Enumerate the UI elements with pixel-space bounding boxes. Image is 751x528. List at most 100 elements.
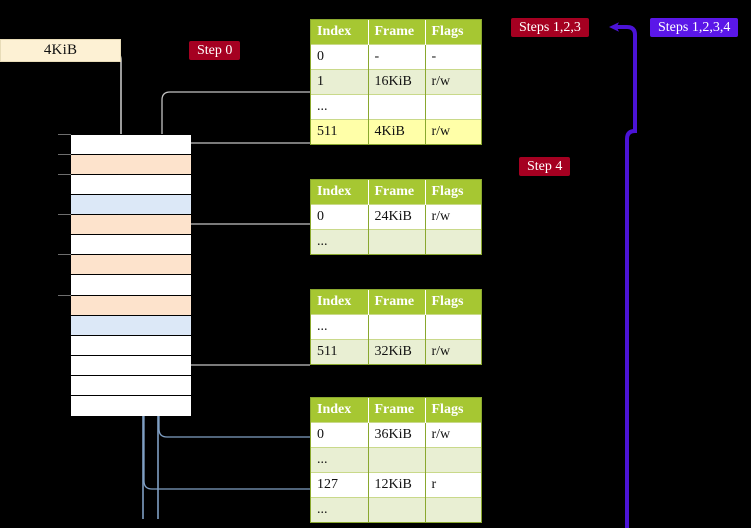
memory-row (71, 355, 191, 376)
table-cell: 0 (311, 421, 369, 447)
table-cell: r/w (425, 421, 481, 447)
table-row: ... (311, 313, 481, 339)
column-header-index: Index (311, 180, 369, 204)
column-header-frame: Frame (368, 398, 426, 422)
table-cell: r/w (425, 118, 481, 144)
table-cell: 24KiB (368, 203, 426, 229)
table-cell: ... (311, 446, 369, 472)
column-header-flags: Flags (425, 290, 481, 314)
column-header-frame: Frame (368, 20, 426, 44)
memory-tick (58, 174, 71, 176)
badge-step-4: Step 4 (519, 157, 571, 176)
badge-steps-1234-label: Steps 1,2,3,4 (658, 19, 731, 35)
table-cell (425, 496, 481, 522)
table-cell: 0 (311, 43, 369, 69)
badge-steps-123-label: Steps 1,2,3 (519, 19, 581, 35)
table-cell: 32KiB (368, 338, 426, 364)
table-cell: 36KiB (368, 421, 426, 447)
memory-row (71, 175, 191, 196)
table-cell (425, 228, 481, 254)
table-cell: r (425, 471, 481, 497)
badge-steps-1234: Steps 1,2,3,4 (650, 18, 739, 37)
memory-tick (58, 294, 71, 296)
column-header-frame: Frame (368, 290, 426, 314)
column-header-index: Index (311, 290, 369, 314)
table-row: ... (311, 496, 481, 522)
table-cell (425, 93, 481, 119)
size-banner: 4KiB (0, 39, 121, 62)
wire-pml4-row511-to-mem (168, 142, 310, 219)
table-cell: ... (311, 93, 369, 119)
memory-row (71, 315, 191, 336)
memory-tick (58, 254, 71, 256)
table-cell (425, 446, 481, 472)
table-cell: 12KiB (368, 471, 426, 497)
table-cell: 0 (311, 203, 369, 229)
memory-row (71, 195, 191, 216)
size-banner-label: 4KiB (43, 42, 78, 58)
badge-step-0: Step 0 (189, 41, 241, 60)
column-header-flags: Flags (425, 180, 481, 204)
column-header-flags: Flags (425, 398, 481, 422)
memory-tick (58, 214, 71, 216)
table-cell: 1 (311, 68, 369, 94)
table-cell (368, 446, 426, 472)
wire-pd-row511-to-mem (175, 308, 310, 366)
table-cell: 127 (311, 471, 369, 497)
table-row: ... (311, 93, 481, 119)
table-cell: r/w (425, 338, 481, 364)
table-cell: 4KiB (368, 118, 426, 144)
table-cell (368, 313, 426, 339)
table-cell: ... (311, 228, 369, 254)
table-cell: r/w (425, 203, 481, 229)
table-cell: - (425, 43, 481, 69)
badge-step-4-label: Step 4 (527, 158, 563, 174)
table-cell (368, 228, 426, 254)
wire-steps-violet (609, 22, 637, 528)
memory-row (71, 375, 191, 396)
wire-pt-row127-to-mem (143, 415, 310, 490)
column-header-frame: Frame (368, 180, 426, 204)
table-cell: 511 (311, 338, 369, 364)
wire-pdpt-row0-to-mem (175, 223, 310, 266)
column-header-index: Index (311, 398, 369, 422)
table-row: ... (311, 228, 481, 254)
table-cell (425, 313, 481, 339)
badge-step-0-label: Step 0 (197, 42, 233, 58)
table-cell: 16KiB (368, 68, 426, 94)
column-header-flags: Flags (425, 20, 481, 44)
memory-row (71, 215, 191, 236)
table-cell: r/w (425, 68, 481, 94)
table-row: 0-- (311, 43, 481, 69)
table-cell (368, 496, 426, 522)
table-cell: 511 (311, 118, 369, 144)
badge-steps-123: Steps 1,2,3 (511, 18, 589, 37)
wire-pt-row0-to-mem (158, 415, 310, 438)
table-cell: - (368, 43, 426, 69)
memory-row (71, 135, 191, 156)
table-cell (368, 93, 426, 119)
column-header-index: Index (311, 20, 369, 44)
memory-row (71, 235, 191, 256)
memory-row (71, 155, 191, 176)
memory-row (71, 275, 191, 296)
table-cell: ... (311, 313, 369, 339)
table-cell: ... (311, 496, 369, 522)
memory-tick (58, 154, 71, 156)
memory-column (70, 134, 191, 416)
